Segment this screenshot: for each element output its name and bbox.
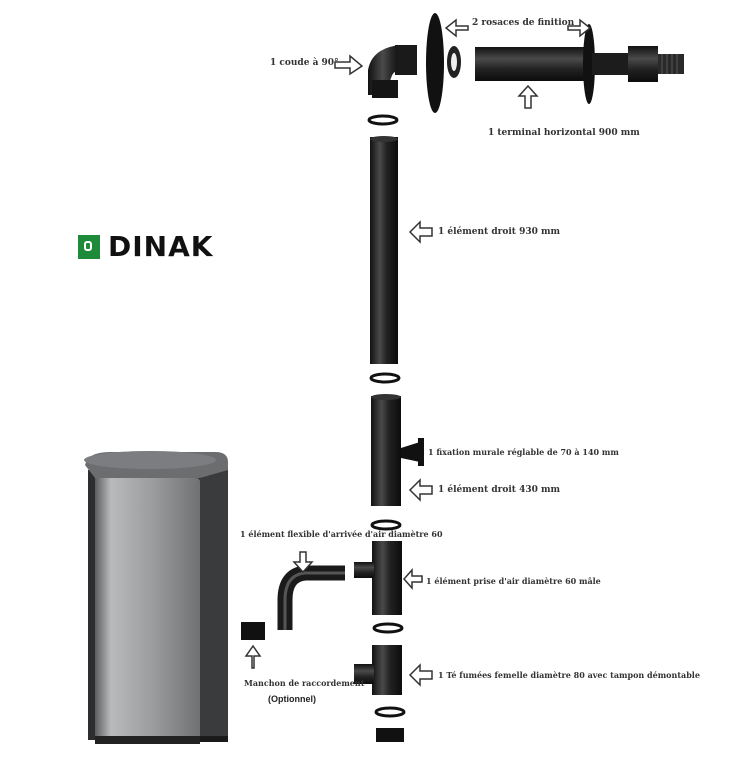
- arrow-terminal: [517, 84, 539, 109]
- arrow-element-430: [408, 478, 433, 502]
- dinak-logo-icon: [78, 234, 100, 259]
- dinak-logo: DINAK: [78, 230, 213, 263]
- label-manchon: Manchon de raccordement: [244, 678, 365, 688]
- arrow-element-930: [408, 220, 433, 244]
- label-fixation: 1 fixation murale réglable de 70 à 140 m…: [428, 447, 619, 457]
- pointer-arrows: [244, 18, 592, 687]
- label-prise-air: 1 élément prise d'air diamètre 60 mâle: [426, 576, 601, 586]
- label-element-430: 1 élément droit 430 mm: [438, 485, 561, 495]
- arrow-flexible: [292, 551, 314, 574]
- stove: [84, 451, 228, 744]
- arrow-te: [408, 663, 433, 687]
- label-te: 1 Té fumées femelle diamètre 80 avec tam…: [438, 670, 700, 680]
- arrow-manchon: [244, 644, 262, 669]
- arrow-rosace-right: [567, 18, 592, 38]
- label-element-930: 1 élément droit 930 mm: [438, 227, 561, 237]
- arrow-coude: [334, 54, 364, 76]
- arrow-prise-air: [402, 568, 423, 590]
- label-optionnel: (Optionnel): [268, 694, 316, 704]
- flexible-air-inlet: [241, 565, 345, 640]
- label-rosaces: 2 rosaces de finition: [472, 18, 575, 28]
- arrow-rosace-left: [444, 18, 469, 38]
- label-coude: 1 coude à 90°: [270, 58, 339, 68]
- label-terminal: 1 terminal horizontal 900 mm: [488, 128, 640, 138]
- label-flexible: 1 élément flexible d'arrivée d'air diamè…: [240, 529, 443, 539]
- horizontal-terminal: [475, 24, 684, 104]
- dinak-logo-text: DINAK: [108, 230, 214, 263]
- vertical-flue-stack: [354, 13, 461, 742]
